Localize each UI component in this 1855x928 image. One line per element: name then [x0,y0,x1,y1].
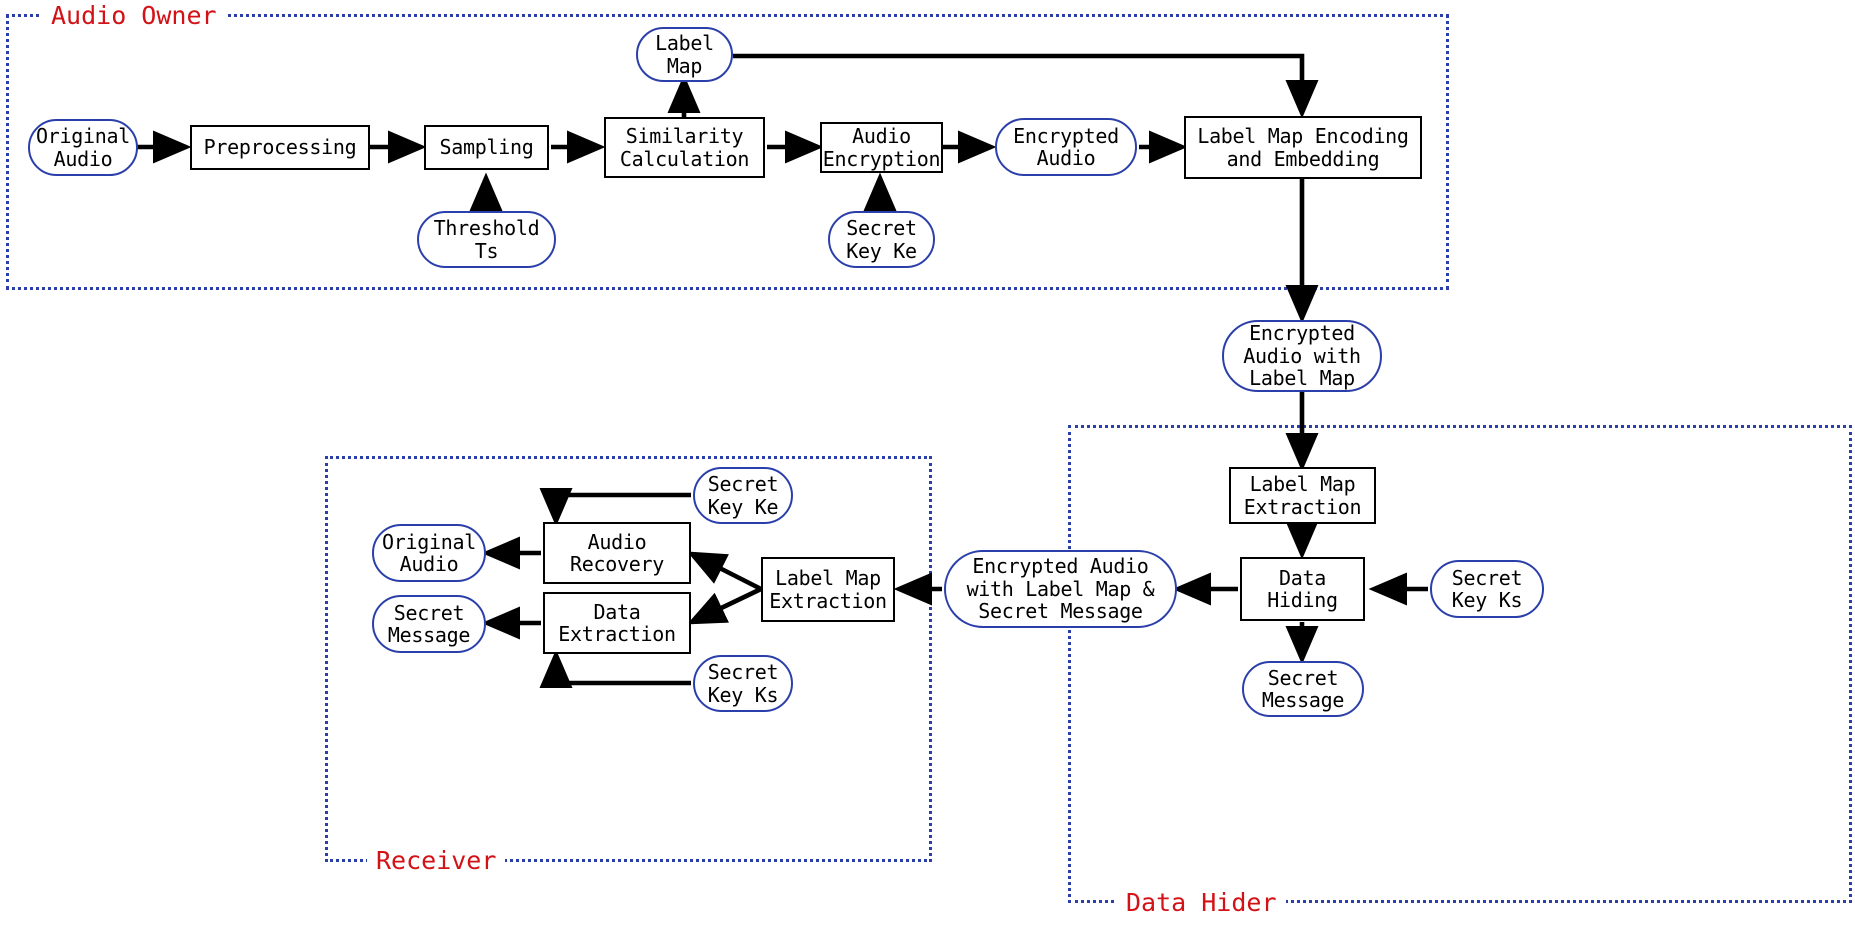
node-label-map-encoding[interactable]: Label Map Encoding and Embedding [1184,116,1422,179]
node-encrypted-audio-with-label-map[interactable]: Encrypted Audio with Label Map [1222,320,1382,392]
node-data-hiding[interactable]: Data Hiding [1240,557,1365,621]
group-label-data-hider: Data Hider [1117,890,1286,915]
node-preprocessing[interactable]: Preprocessing [190,125,370,170]
node-label-map-extraction-receiver[interactable]: Label Map Extraction [761,557,895,622]
group-frame-data-hider [1068,425,1852,903]
node-label-map-extraction-hider[interactable]: Label Map Extraction [1229,467,1376,524]
node-secret-message-out[interactable]: Secret Message [372,595,486,653]
node-sampling[interactable]: Sampling [424,125,549,170]
group-label-receiver: Receiver [367,848,506,873]
node-secret-key-ke-receiver[interactable]: Secret Key Ke [693,467,793,524]
node-original-audio[interactable]: Original Audio [28,119,138,176]
node-data-extraction[interactable]: Data Extraction [543,592,691,654]
node-audio-recovery[interactable]: Audio Recovery [543,522,691,584]
node-secret-key-ks-hider[interactable]: Secret Key Ks [1430,560,1544,618]
node-original-audio-out[interactable]: Original Audio [372,524,486,582]
node-similarity-calculation[interactable]: Similarity Calculation [604,117,765,178]
node-secret-message-hider[interactable]: Secret Message [1242,661,1364,717]
node-encrypted-audio[interactable]: Encrypted Audio [995,118,1137,176]
node-encrypted-audio-with-label-map-and-secret-message[interactable]: Encrypted Audio with Label Map & Secret … [944,550,1177,628]
group-frame-receiver [325,456,932,862]
group-frame-audio-owner [6,14,1449,290]
node-label-map[interactable]: Label Map [636,27,733,82]
node-secret-key-ke-owner[interactable]: Secret Key Ke [828,211,935,268]
node-audio-encryption[interactable]: Audio Encryption [820,122,943,173]
group-label-audio-owner: Audio Owner [42,3,226,28]
node-threshold-ts[interactable]: Threshold Ts [417,211,556,268]
node-secret-key-ks-receiver[interactable]: Secret Key Ks [693,655,793,712]
